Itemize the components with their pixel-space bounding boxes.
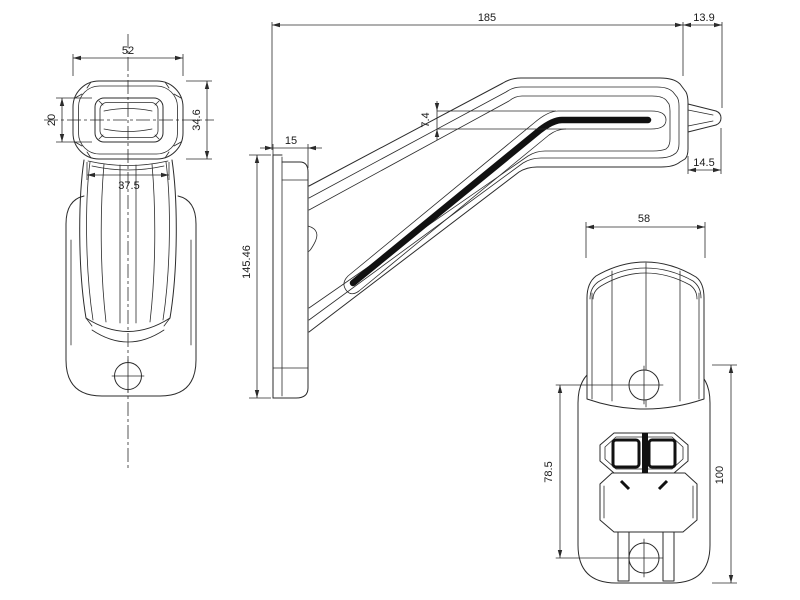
lens-strip-side <box>343 110 667 295</box>
dimension-rear-plate-height: 100 <box>712 364 737 584</box>
dimension-side-tip-length: 14.5 <box>687 128 722 174</box>
mounting-plate-front <box>65 195 197 397</box>
mounting-screw-front <box>111 359 145 393</box>
dim-label-rear-head-width: 58 <box>638 213 650 225</box>
dim-label-front-head-height: 34.6 <box>191 109 203 130</box>
dim-label-side-tip-offset: 13.9 <box>693 12 714 24</box>
connector-housing-rear <box>599 432 698 582</box>
dimension-front-lens-height: 20 <box>46 97 92 143</box>
mounting-plate-rear <box>577 364 711 584</box>
dimension-side-bracket-depth: 15 <box>260 135 322 168</box>
dimension-side-overall-height: 145.46 <box>241 154 271 399</box>
dimension-front-neck-width: 37.5 <box>86 162 170 192</box>
side-view: 185 13.9 15 7.4 145.46 <box>241 12 723 399</box>
dimension-rear-head-width: 58 <box>585 213 706 258</box>
lamp-lens-face <box>72 80 184 160</box>
dim-label-side-strip-width: 7.4 <box>420 112 432 127</box>
dimension-front-head-width: 52 <box>72 45 184 76</box>
end-tip-side <box>687 103 722 133</box>
dim-label-side-overall-length: 185 <box>478 12 496 24</box>
dim-label-front-head-width: 52 <box>122 45 134 57</box>
dim-label-rear-hole-spacing: 78.5 <box>543 461 555 482</box>
dim-label-front-lens-height: 20 <box>46 114 58 126</box>
dimension-side-tip-offset: 13.9 <box>683 12 723 108</box>
lamp-head-rear <box>586 261 705 410</box>
mounting-screws-rear <box>555 365 664 578</box>
dimension-front-head-height: 34.6 <box>186 80 212 160</box>
dimension-side-strip-width: 7.4 <box>420 101 566 140</box>
dimension-side-overall-length: 185 <box>271 12 684 150</box>
dim-label-rear-plate-height: 100 <box>714 466 726 484</box>
dim-label-side-overall-height: 145.46 <box>241 245 253 279</box>
dim-label-front-neck-width: 37.5 <box>118 180 139 192</box>
lamp-body-front <box>79 159 177 343</box>
dim-label-side-tip-length: 14.5 <box>693 157 714 169</box>
front-centerlines <box>44 34 214 468</box>
front-view: 52 20 34.6 37.5 <box>44 34 214 468</box>
dimension-rear-hole-spacing: 78.5 <box>543 385 563 558</box>
dim-label-side-bracket-depth: 15 <box>285 135 297 147</box>
bracket-side <box>272 154 318 399</box>
rear-view: 58 78.5 100 <box>543 213 737 584</box>
